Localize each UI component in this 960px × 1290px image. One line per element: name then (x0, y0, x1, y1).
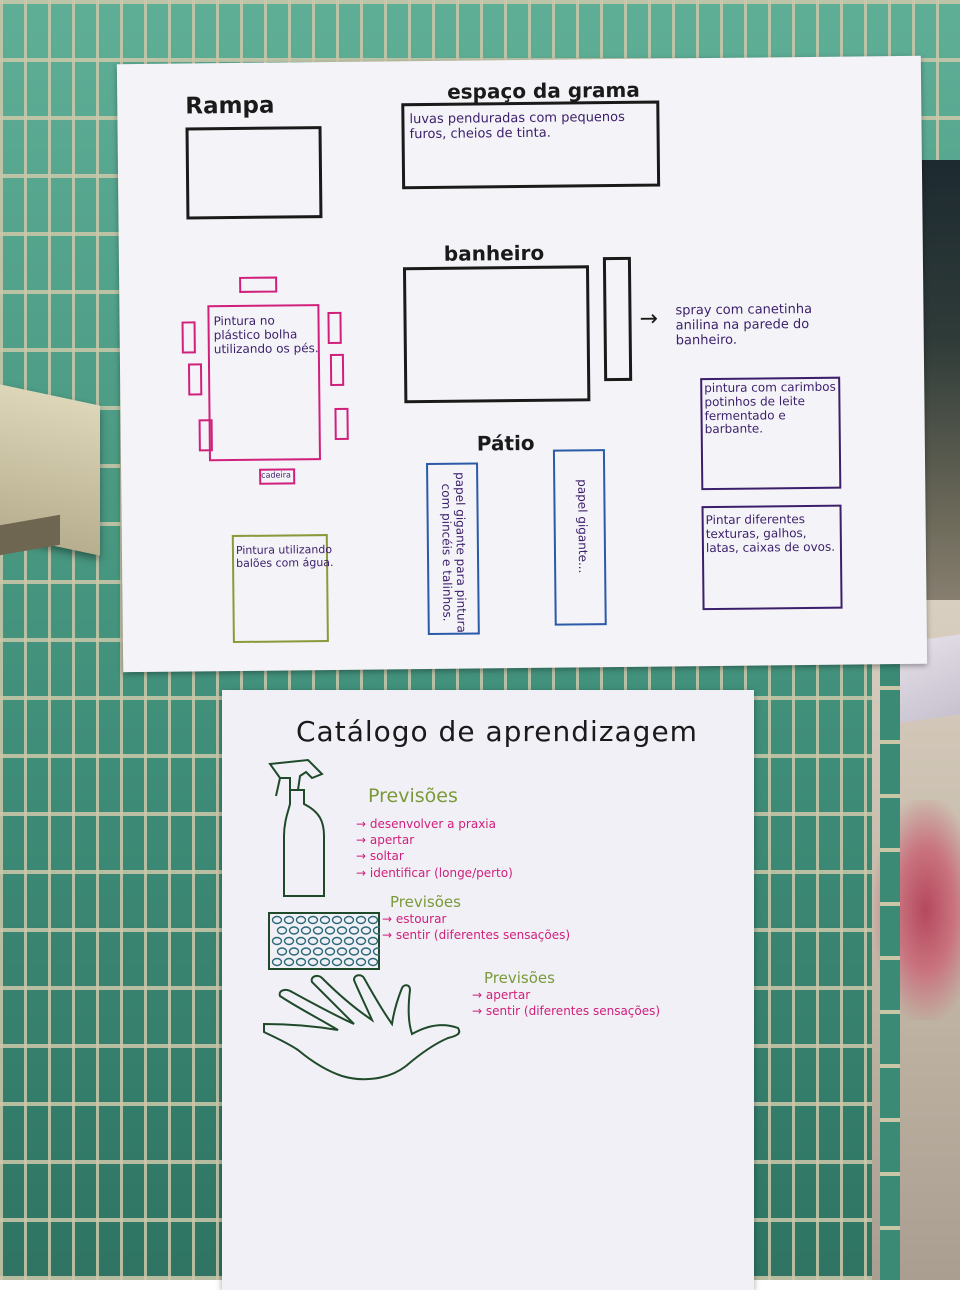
map-poster: Rampa espaço da grama luvas penduradas c… (116, 55, 928, 673)
banheiro-box (402, 265, 591, 404)
bolha-previsoes-heading: Previsões (390, 893, 461, 911)
bubble (271, 957, 283, 967)
bubble (360, 926, 372, 935)
bubble (283, 936, 295, 946)
espaco-grama-label: espaço da grama (447, 77, 640, 104)
list-item: → estourar (382, 912, 447, 926)
banheiro-label: banheiro (443, 240, 545, 266)
bubble (331, 936, 343, 946)
bubble (312, 947, 324, 956)
bubble (319, 957, 331, 967)
arrow-icon: → (639, 306, 659, 332)
spray-bottle-icon (268, 758, 325, 897)
bubble (307, 957, 319, 967)
papel-gigante-2-text: papel gigante... (575, 479, 591, 574)
rampa-label: Rampa (185, 92, 275, 120)
bubble (319, 915, 331, 925)
bubble (276, 926, 288, 935)
bubble (307, 936, 319, 946)
bubble (355, 957, 367, 967)
bubble (372, 926, 380, 935)
list-item: → apertar (356, 833, 415, 848)
bubble (312, 926, 324, 935)
banheiro-wall-box (602, 256, 633, 382)
chair-left-3 (198, 419, 213, 452)
chair-right-2 (329, 353, 345, 387)
luva-previsoes-list: → apertar → sentir (diferentes sensações… (472, 988, 660, 1019)
carimbos-text: pintura com carimbos potinhos de leite f… (704, 379, 836, 437)
bubble (288, 926, 300, 935)
bubble (343, 936, 355, 946)
bubble (300, 926, 312, 935)
catalogo-poster: Catálogo de aprendizagem Previsões → des… (222, 690, 754, 1290)
bubble (331, 957, 343, 967)
bubble (295, 915, 307, 925)
list-item: → identificar (longe/perto) (356, 865, 513, 880)
glove-hand-icon (263, 974, 461, 1081)
bubble (367, 936, 379, 946)
bubble (276, 947, 288, 956)
bubble (372, 947, 380, 956)
bubble (324, 926, 336, 935)
chair-left-1 (181, 321, 196, 354)
texturas-text: Pintar diferentes texturas, galhos, lata… (705, 512, 836, 555)
bubble (336, 926, 348, 935)
bubble (336, 947, 348, 956)
bubble (343, 957, 355, 967)
bubble (319, 936, 331, 946)
bubble (331, 915, 343, 925)
bubble (367, 915, 379, 925)
bubble (271, 915, 283, 925)
luvas-text: luvas penduradas com pequenos furos, che… (409, 109, 625, 143)
chair-top (239, 276, 278, 293)
list-item: → sentir (diferentes sensações) (382, 927, 571, 942)
bubble (288, 947, 300, 956)
bubble (300, 947, 312, 956)
spray-previsoes-list: → desenvolver a praxia → apertar → solta… (356, 816, 513, 881)
bolha-previsoes-list: → estourar → sentir (diferentes sensaçõe… (382, 912, 570, 943)
papel-gigante-1-text: papel gigante para pintura com pincéis e… (439, 471, 469, 633)
bubble (367, 957, 379, 967)
chair-right-1 (327, 311, 342, 345)
chair-right-3 (334, 407, 349, 440)
list-item: → apertar (472, 988, 531, 1002)
bubble (307, 915, 319, 925)
bubble (355, 936, 367, 946)
bubble (271, 936, 283, 946)
bubble (343, 915, 355, 925)
plastico-text: Pintura no plástico bolha utilizando os … (213, 313, 319, 356)
bubble (348, 947, 360, 956)
list-item: → sentir (diferentes sensações) (472, 1003, 661, 1018)
baloes-text: Pintura utilizando balões com água. (235, 542, 334, 570)
bubble (355, 915, 367, 925)
bubble (295, 957, 307, 967)
catalogo-title: Catálogo de aprendizagem (296, 715, 698, 748)
bubble (324, 947, 336, 956)
rampa-box (185, 126, 323, 220)
bubble-wrap-icon (268, 912, 380, 970)
chair-left-2 (187, 363, 203, 396)
bubble (348, 926, 360, 935)
bubble (360, 947, 372, 956)
bubble (283, 957, 295, 967)
spray-previsoes-heading: Previsões (368, 785, 458, 807)
tile-column (880, 600, 900, 1280)
luva-previsoes-heading: Previsões (484, 969, 555, 987)
list-item: → desenvolver a praxia (356, 817, 496, 831)
list-item: → soltar (356, 849, 404, 864)
bubble (283, 915, 295, 925)
patio-label: Pátio (476, 430, 535, 456)
cadeira-label: cadeira (261, 470, 291, 480)
spray-text: spray com canetinha anilina na parede do… (675, 301, 813, 349)
bubble (295, 936, 307, 946)
